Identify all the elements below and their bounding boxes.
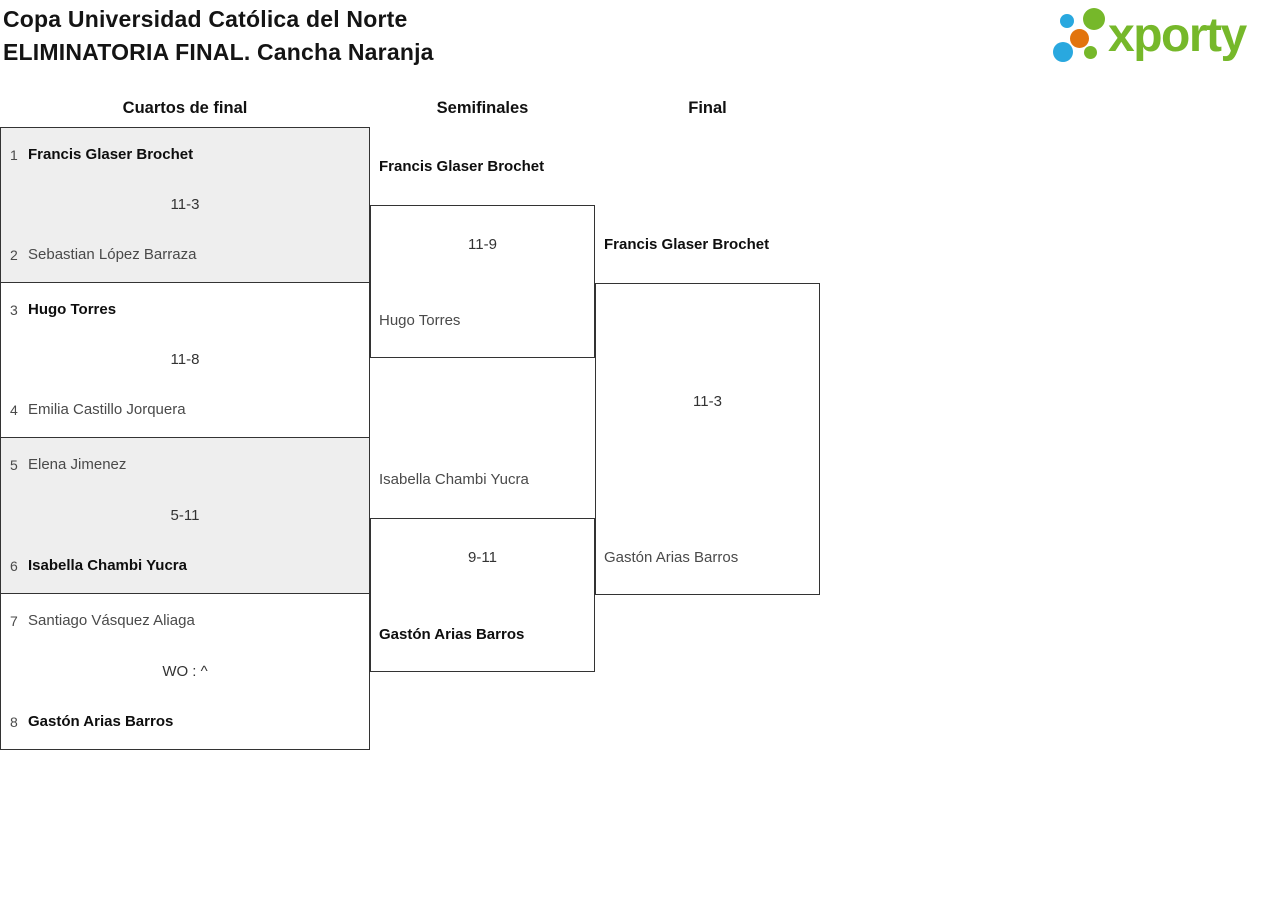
player-row: 7 Santiago Vásquez Aliaga [10, 611, 363, 631]
page-title: Copa Universidad Católica del Norte ELIM… [3, 3, 434, 69]
player-row: 2 Sebastian López Barraza [10, 245, 363, 265]
seed-number: 6 [10, 558, 18, 574]
match-score: 11-3 [693, 393, 722, 410]
round-header-quarterfinals: Cuartos de final [122, 99, 248, 117]
seed-number: 4 [10, 402, 18, 418]
player-name: Francis Glaser Brochet [28, 146, 194, 163]
player-name: Hugo Torres [379, 312, 461, 329]
round-header-semifinals: Semifinales [436, 99, 529, 117]
match-score: 5-11 [170, 506, 200, 524]
round-header-final: Final [688, 99, 727, 117]
seed-number: 2 [10, 247, 18, 263]
logo-dot-blue-small-icon [1060, 14, 1074, 28]
match-score: 11-8 [170, 351, 200, 368]
player-row: 5 Elena Jimenez [10, 455, 363, 475]
logo-dot-green-large-icon [1083, 8, 1105, 30]
player-name: Emilia Castillo Jorquera [28, 401, 186, 418]
player-name: Gastón Arias Barros [604, 549, 739, 566]
match-final: Francis Glaser Brochet 11-3 Gastón Arias… [595, 236, 820, 595]
player-name: Gastón Arias Barros [28, 713, 174, 730]
player-row: 4 Emilia Castillo Jorquera [10, 400, 363, 420]
match-quarterfinal-1: 1 Francis Glaser Brochet 11-3 2 Sebastia… [0, 127, 370, 283]
player-name: Sebastian López Barraza [28, 246, 197, 263]
logo-dot-orange-icon [1070, 29, 1089, 48]
player-name: Elena Jimenez [28, 456, 127, 473]
player-row: 1 Francis Glaser Brochet [10, 145, 363, 165]
tournament-subtitle: ELIMINATORIA FINAL. Cancha Naranja [3, 39, 434, 65]
tournament-title: Copa Universidad Católica del Norte [3, 6, 408, 32]
player-row: 3 Hugo Torres [10, 300, 363, 320]
seed-number: 7 [10, 613, 18, 629]
player-row: 8 Gastón Arias Barros [10, 712, 363, 732]
xporty-logo[interactable]: xporty [1048, 4, 1268, 68]
player-name: Francis Glaser Brochet [604, 236, 770, 253]
logo-wordmark: xporty [1108, 9, 1247, 62]
player-row: 6 Isabella Chambi Yucra [10, 556, 363, 576]
player-name: Isabella Chambi Yucra [379, 471, 529, 488]
seed-number: 8 [10, 714, 18, 730]
match-quarterfinal-4: 7 Santiago Vásquez Aliaga WO : ^ 8 Gastó… [0, 594, 370, 750]
seed-number: 5 [10, 457, 18, 473]
player-name: Isabella Chambi Yucra [28, 557, 187, 574]
logo-dot-green-small-icon [1084, 46, 1097, 59]
match-score: 11-3 [170, 196, 200, 213]
logo-dot-blue-large-icon [1053, 42, 1073, 62]
player-name: Hugo Torres [28, 301, 117, 318]
match-score: WO : ^ [162, 662, 208, 680]
match-quarterfinal-2: 3 Hugo Torres 11-8 4 Emilia Castillo Jor… [0, 283, 370, 438]
match-score: 11-9 [468, 236, 497, 253]
player-name: Francis Glaser Brochet [379, 158, 545, 175]
match-score: 9-11 [468, 549, 497, 566]
match-semifinal-2: Isabella Chambi Yucra 9-11 Gastón Arias … [370, 471, 595, 672]
seed-number: 3 [10, 302, 18, 318]
player-name: Gastón Arias Barros [379, 626, 525, 643]
match-semifinal-1: Francis Glaser Brochet 11-9 Hugo Torres [370, 158, 595, 358]
seed-number: 1 [10, 147, 18, 163]
player-name: Santiago Vásquez Aliaga [28, 612, 195, 629]
match-quarterfinal-3: 5 Elena Jimenez 5-11 6 Isabella Chambi Y… [0, 438, 370, 594]
